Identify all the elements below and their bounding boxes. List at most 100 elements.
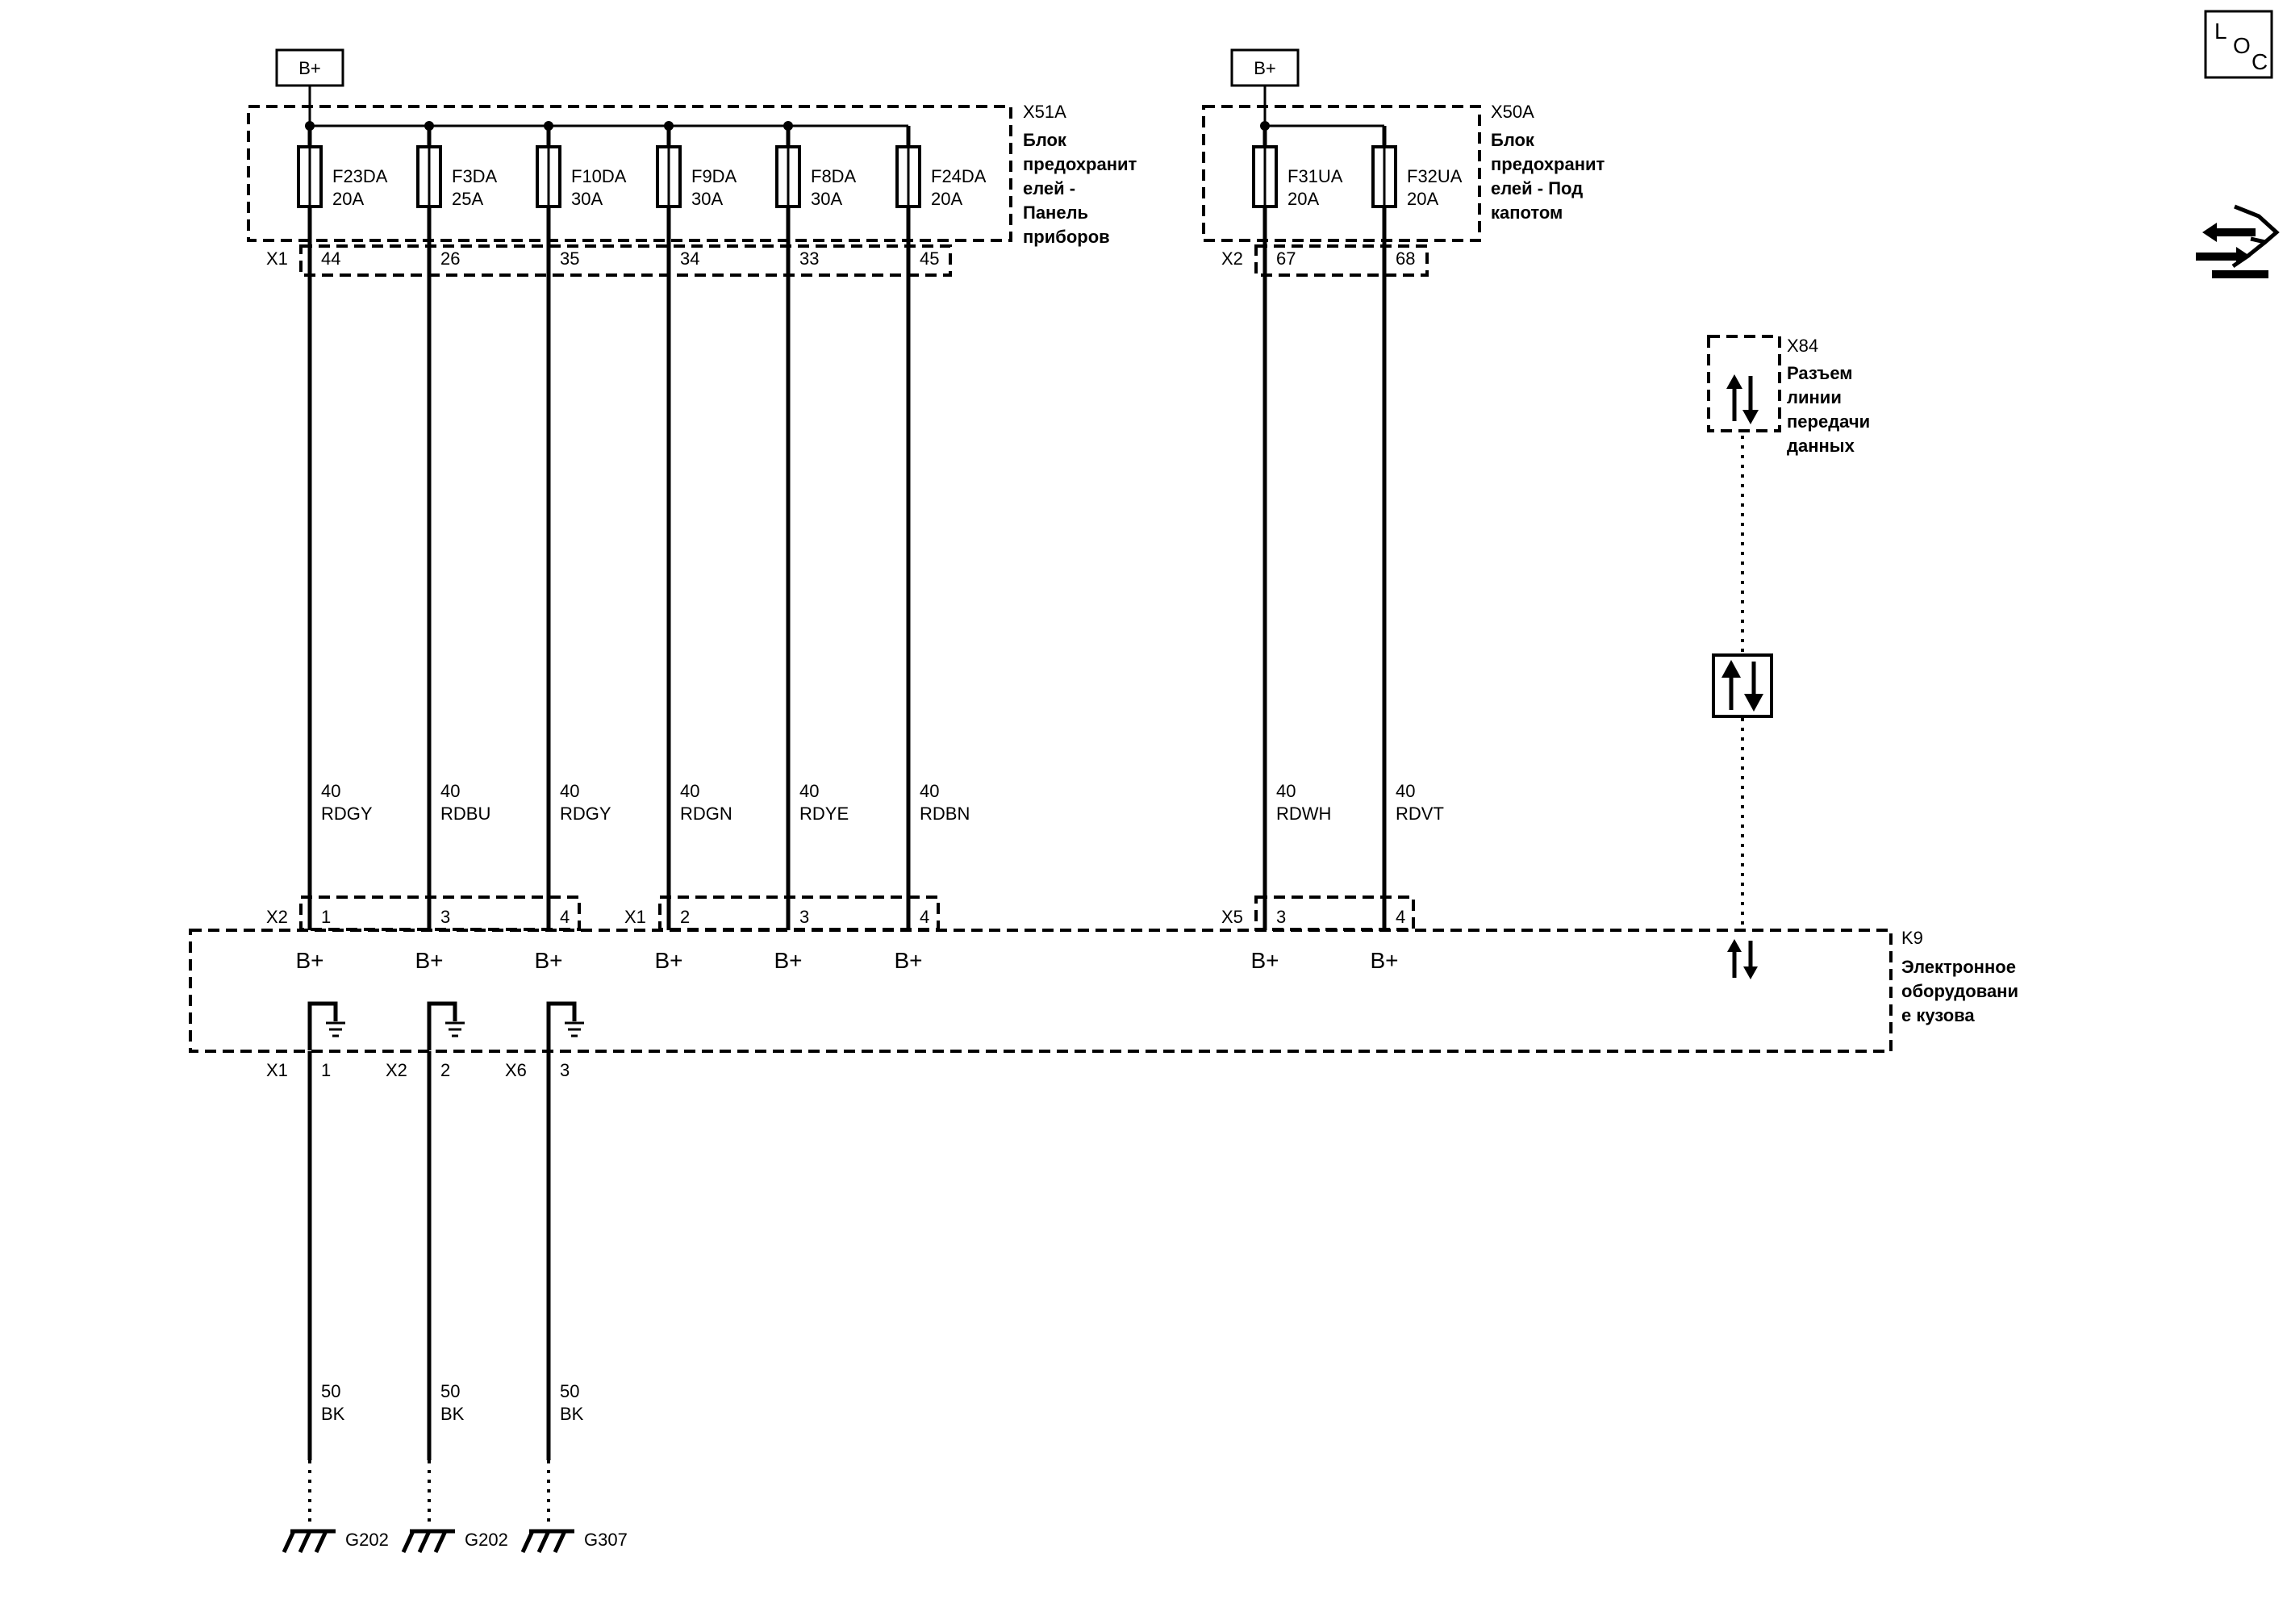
wire-gauge: 50 [440, 1381, 460, 1401]
fuse-name: F32UA [1407, 166, 1463, 186]
wire-color: RDGY [560, 804, 611, 824]
x51a-title-line: предохранит [1023, 154, 1137, 174]
wire-gauge: 50 [321, 1381, 340, 1401]
wire-color: BK [560, 1404, 584, 1424]
x84-title-line: Разъем [1787, 363, 1853, 383]
wire-color: RDGN [680, 804, 732, 824]
serial-data-icon [1726, 374, 1759, 424]
fuse-name: F9DA [691, 166, 737, 186]
k9-input-pin: 3 [1276, 907, 1286, 927]
fuse-icon [775, 145, 801, 208]
k9-name: K9 [1901, 928, 1923, 948]
k9-input-pin: 4 [1396, 907, 1405, 927]
x50a-name: X50A [1491, 102, 1534, 122]
x50a-title-line: предохранит [1491, 154, 1605, 174]
fuse-rating: 20A [332, 189, 364, 209]
fuse-rating: 25A [452, 189, 483, 209]
fuse-rating: 20A [931, 189, 962, 209]
supply-wires: 40RDGY1B+40RDBU3B+40RDGY4B+40RDGN2B+40RD… [295, 126, 1444, 973]
x84-title-line: данных [1787, 436, 1855, 456]
fuse-pin: 34 [680, 248, 699, 269]
chassis-ground-icon [282, 1529, 336, 1554]
x51a-title-line: Панель [1023, 202, 1088, 223]
wire-gauge: 40 [440, 781, 460, 801]
fuse-icon [895, 145, 921, 208]
k9-title-line: Электронное [1901, 957, 2016, 977]
fuse-icon [1371, 145, 1397, 208]
ground-pin: 1 [321, 1060, 331, 1080]
fuse-pin: 26 [440, 248, 460, 269]
k9-input-pin: 3 [799, 907, 809, 927]
wire-gauge: 40 [920, 781, 939, 801]
k9-input-label: B+ [894, 948, 922, 973]
supply-tag-label: B+ [298, 58, 321, 78]
wire-gauge: 50 [560, 1381, 579, 1401]
fuse-pin: 44 [321, 248, 340, 269]
serial-data-icon [1712, 653, 1773, 718]
wire-color: RDGY [321, 804, 373, 824]
supply-tag-left: B+ [275, 48, 344, 87]
x84-title-line: линии [1787, 387, 1842, 407]
k9-input-pin: 4 [560, 907, 570, 927]
ground-name: G202 [345, 1530, 389, 1550]
loc-icon: L O C [2204, 10, 2273, 79]
wire-gauge: 40 [321, 781, 340, 801]
data-link-connector-x84: X84 Разъем линии передачи данных [1707, 335, 1870, 979]
supply-tag-label: B+ [1254, 58, 1276, 78]
fuse-rating: 30A [571, 189, 603, 209]
wire-gauge: 40 [680, 781, 699, 801]
wire-color: RDWH [1276, 804, 1331, 824]
wire-gauge: 40 [560, 781, 579, 801]
fuse-name: F8DA [811, 166, 857, 186]
ground-pin: 2 [440, 1060, 450, 1080]
module-k9: X2 X1 X5 K9 Электронное оборудовани е ку… [189, 895, 2018, 1053]
x50a-title-line: елей - Под [1491, 178, 1583, 198]
loc-icon-letter: O [2233, 33, 2251, 58]
ground-icon [307, 1001, 345, 1050]
wire-color: RDBU [440, 804, 490, 824]
k9-input-label: B+ [295, 948, 323, 973]
x50a-title-line: Блок [1491, 130, 1535, 150]
fuse-name: F24DA [931, 166, 987, 186]
wire-color: RDVT [1396, 804, 1444, 824]
k9-connector-x2: X2 [266, 907, 288, 927]
k9-input-label: B+ [415, 948, 443, 973]
fuse-rating: 30A [691, 189, 723, 209]
x51a-title-line: приборов [1023, 227, 1110, 247]
wire-color: RDYE [799, 804, 849, 824]
k9-input-label: B+ [1250, 948, 1279, 973]
fuse-rating: 20A [1287, 189, 1319, 209]
ground-name: G307 [584, 1530, 628, 1550]
k9-input-label: B+ [534, 948, 562, 973]
x84-title-line: передачи [1787, 411, 1870, 432]
x50a-connector: X2 [1221, 248, 1243, 269]
supply-tag-right: B+ [1230, 48, 1300, 87]
ground-connector: X6 [505, 1060, 527, 1080]
ground-connector: X2 [386, 1060, 407, 1080]
ground-name: G202 [465, 1530, 508, 1550]
fuse-icon [416, 145, 442, 208]
wire-gauge: 40 [799, 781, 819, 801]
fuse-block-x51a: X51A Блок предохранит елей - Панель приб… [247, 86, 1137, 277]
fuse-pin: 68 [1396, 248, 1415, 269]
k9-input-label: B+ [774, 948, 802, 973]
fuse-pin: 67 [1276, 248, 1296, 269]
fuse-pin: 35 [560, 248, 579, 269]
fuse-rating: 30A [811, 189, 842, 209]
fuses: F23DA20A44F3DA25A26F10DA30A35F9DA30A34F8… [297, 145, 1463, 269]
k9-input-label: B+ [1370, 948, 1398, 973]
schematic-icon [2196, 204, 2280, 278]
k9-input-pin: 1 [321, 907, 331, 927]
k9-input-label: B+ [654, 948, 682, 973]
